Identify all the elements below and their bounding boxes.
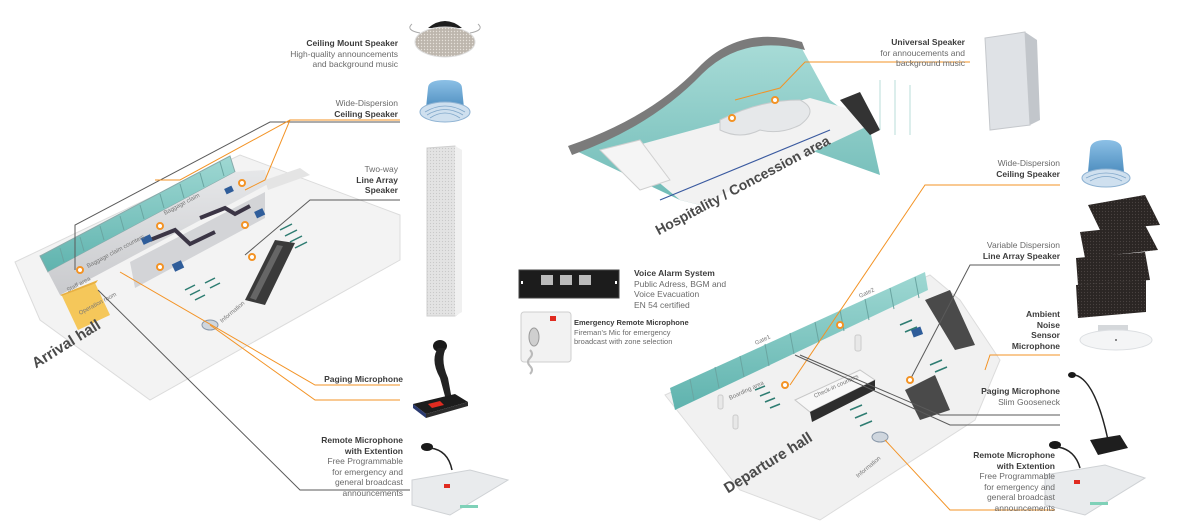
callout-line-ambient-noise [984, 354, 1060, 371]
column-speaker-icon [426, 145, 462, 317]
wide-dispersion-speaker-icon-right [1081, 140, 1131, 188]
callout-line-paging-mic-right-2 [794, 354, 1060, 426]
arrival-hall-floorplan: Baggage claim Baggage claim counters Sta… [14, 154, 401, 401]
label-voice-alarm-system: Voice Alarm System Public Adress, BGM an… [634, 268, 727, 310]
callout-line-remote-mic-left [97, 289, 410, 491]
callout-line-remote-mic-right [884, 439, 1055, 511]
remote-microphone-icon-right [1044, 441, 1147, 516]
box-speaker-icon [984, 31, 1040, 131]
label-remote-microphone-right: Remote Microphone with Extention Free Pr… [973, 450, 1055, 513]
label-wide-dispersion-left: Wide-Dispersion Ceiling Speaker [334, 98, 398, 119]
title: Ceiling Mount Speaker [306, 38, 398, 48]
label-ambient-noise-sensor: Ambient Noise Sensor Microphone [1011, 309, 1060, 351]
emergency-microphone-icon [520, 311, 572, 375]
hospitality-floorplan [568, 36, 911, 205]
callout-line-universal-speaker [734, 61, 970, 101]
label-universal-speaker: Universal Speaker for annoucements and b… [880, 37, 965, 68]
callout-line-wide-dispersion-right [789, 184, 1060, 386]
callout-line-paging-mic-left-2 [209, 324, 400, 401]
wide-dispersion-speaker-icon [419, 80, 471, 123]
callout-line-line-array-left [244, 199, 400, 256]
line-array-speaker-icon [1076, 195, 1160, 318]
ceiling-speaker-icon [409, 21, 481, 58]
callout-line-ceiling-mount [74, 121, 400, 270]
label-emergency-remote-mic: Emergency Remote Microphone Fireman's Mi… [574, 318, 689, 346]
callout-line-line-array-right [909, 264, 1060, 381]
rack-unit-icon [518, 269, 620, 299]
speaker-markers [76, 96, 914, 389]
paging-microphone-icon [413, 340, 468, 418]
label-ceiling-mount-speaker: Ceiling Mount Speaker High-quality annou… [228, 38, 398, 70]
callout-lines [74, 61, 1060, 511]
label-line-array-right: Variable Dispersion Line Array Speaker [982, 240, 1060, 261]
remote-microphone-icon [411, 443, 510, 516]
label-paging-microphone-left: Paging Microphone [324, 374, 403, 384]
callout-line-paging-mic-left [119, 271, 400, 386]
ambient-noise-sensor-icon [1079, 325, 1153, 351]
label-remote-microphone-left: Remote Microphone with Extention Free Pr… [321, 435, 403, 498]
departure-hall-floorplan: Gate1 Gate2 Boarding area Check-in count… [664, 272, 1001, 521]
gooseneck-microphone-icon [1068, 372, 1128, 455]
label-wide-dispersion-right: Wide-Dispersion Ceiling Speaker [996, 158, 1060, 179]
label-line-array-left: Two-way Line Array Speaker [356, 164, 398, 195]
label-paging-microphone-right: Paging Microphone Slim Gooseneck [981, 386, 1060, 407]
callout-line-paging-mic-right [799, 354, 1060, 416]
